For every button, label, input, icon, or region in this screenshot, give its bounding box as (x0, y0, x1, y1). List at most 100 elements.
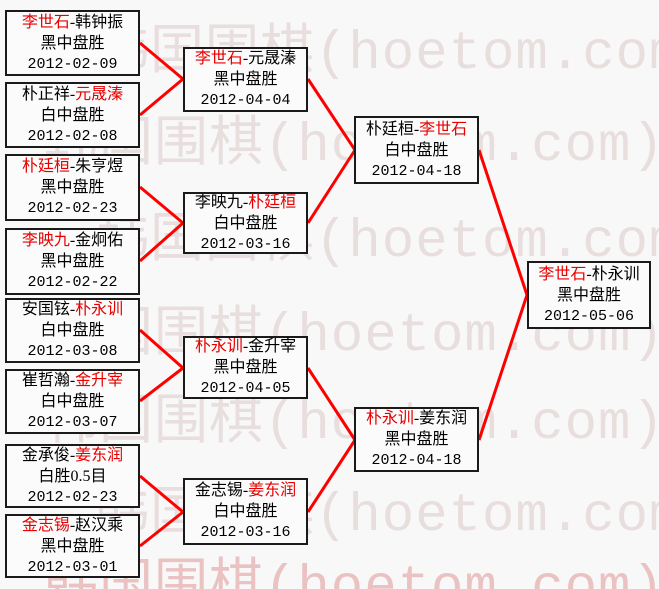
winner-name: 元晟溱 (75, 85, 124, 103)
match-date: 2012-04-18 (371, 452, 462, 469)
match-result: 黑中盘胜 (213, 359, 278, 376)
match-box-r1-6: 崔哲瀚-金升宰 白中盘胜 2012-03-07 (5, 369, 140, 434)
player-name: -金炯佑 (69, 232, 124, 249)
match-date: 2012-04-18 (371, 162, 462, 180)
connector-line (139, 366, 184, 403)
match-date: 2012-03-08 (27, 343, 118, 360)
match-date: 2012-02-09 (27, 55, 118, 73)
match-box-r2-3: 朴永训-金升宰 黑中盘胜 2012-04-05 (183, 336, 308, 399)
match-box-sf-2: 朴永训-姜东润 黑中盘胜 2012-04-18 (354, 407, 479, 472)
match-result: 白胜0.5目 (38, 467, 107, 485)
winner-name: 朴廷桓 (21, 158, 70, 175)
match-result: 白中盘胜 (213, 503, 278, 520)
match-players: 朴正祥-元晟溱 (22, 84, 123, 105)
player-name: 朴正祥- (21, 85, 76, 103)
player-name: -朴永训 (586, 265, 640, 283)
winner-name: 李世石 (194, 50, 243, 67)
player-name: 李映九- (194, 193, 249, 211)
match-box-r1-1: 李世石-韩钟振 黑中盘胜 2012-02-09 (5, 10, 140, 76)
match-box-r1-2: 朴正祥-元晟溱 白中盘胜 2012-02-08 (5, 82, 140, 148)
match-box-r2-2: 李映九-朴廷桓 白中盘胜 2012-03-16 (183, 192, 308, 254)
match-players: 朴永训-姜东润 (366, 408, 467, 429)
match-players: 朴廷桓-李世石 (366, 119, 467, 140)
match-players: 李世石-朴永训 (538, 264, 639, 285)
player-name: -元晟溱 (242, 50, 297, 67)
match-players: 朴廷桓-朱亨煜 (22, 156, 123, 177)
player-name: 金承俊- (21, 446, 76, 464)
match-box-final: 李世石-朴永训 黑中盘胜 2012-05-06 (527, 261, 651, 329)
player-name: -朱亨煜 (69, 158, 124, 175)
match-players: 李映九-朴廷桓 (195, 192, 296, 213)
match-date: 2012-02-23 (27, 200, 118, 217)
winner-name: 朴永训 (365, 410, 414, 427)
match-result: 黑中盘胜 (40, 34, 105, 52)
winner-name: 姜东润 (75, 446, 124, 464)
match-date: 2012-02-23 (27, 488, 118, 506)
match-players: 安国铉-朴永训 (22, 299, 123, 320)
match-date: 2012-03-07 (27, 414, 118, 431)
match-date: 2012-05-06 (543, 307, 634, 325)
match-date: 2012-03-16 (200, 235, 291, 253)
match-players: 金承俊-姜东润 (22, 445, 123, 466)
winner-name: 李世石 (21, 13, 70, 31)
match-box-r1-7: 金承俊-姜东润 白胜0.5目 2012-02-23 (5, 444, 140, 508)
match-box-r1-4: 李映九-金炯佑 黑中盘胜 2012-02-22 (5, 228, 140, 295)
match-players: 金志锡-姜东润 (195, 480, 296, 501)
connector-line (306, 78, 357, 151)
connector-line (477, 294, 529, 441)
match-date: 2012-02-22 (27, 274, 118, 291)
winner-name: 金志锡 (21, 516, 70, 534)
match-date: 2012-04-04 (200, 92, 291, 109)
connector-line (139, 77, 184, 117)
player-name: 金志锡- (194, 482, 249, 499)
winner-name: 朴永训 (75, 301, 124, 318)
connector-line (477, 149, 529, 296)
match-players: 李映九-金炯佑 (22, 230, 123, 251)
winner-name: 朴廷桓 (248, 193, 297, 211)
player-name: -金升宰 (242, 338, 297, 355)
match-box-r1-5: 安国铉-朴永训 白中盘胜 2012-03-08 (5, 298, 140, 363)
match-players: 崔哲瀚-金升宰 (22, 370, 123, 391)
watermark-text: 韩国围棋(hoetom.com) (44, 394, 659, 455)
connector-line (306, 439, 357, 513)
match-players: 李世石-元晟溱 (195, 48, 296, 69)
match-date: 2012-02-08 (27, 127, 118, 145)
player-name: -赵汉乘 (69, 516, 124, 534)
connector-line (139, 221, 184, 263)
connector-line (139, 185, 184, 225)
player-name: 安国铉- (21, 301, 76, 318)
player-name: 崔哲瀚- (21, 372, 76, 389)
winner-name: 李世石 (419, 120, 468, 138)
player-name: -姜东润 (413, 410, 468, 427)
match-date: 2012-03-01 (27, 558, 118, 576)
winner-name: 朴永训 (194, 338, 243, 355)
match-players: 金志锡-赵汉乘 (22, 515, 123, 536)
match-result: 黑中盘胜 (40, 537, 105, 555)
winner-name: 李映九 (21, 232, 70, 249)
match-result: 白中盘胜 (40, 393, 105, 410)
match-date: 2012-03-16 (200, 524, 291, 541)
winner-name: 姜东润 (248, 482, 297, 499)
match-result: 白中盘胜 (384, 141, 449, 159)
match-players: 朴永训-金升宰 (195, 336, 296, 357)
match-result: 白中盘胜 (40, 106, 105, 124)
match-box-r2-4: 金志锡-姜东润 白中盘胜 2012-03-16 (183, 478, 308, 545)
winner-name: 李世石 (538, 265, 587, 283)
player-name: -韩钟振 (69, 13, 124, 31)
connector-line (139, 328, 184, 370)
match-result: 黑中盘胜 (40, 179, 105, 196)
match-box-r1-3: 朴廷桓-朱亨煜 黑中盘胜 2012-02-23 (5, 154, 140, 221)
match-result: 白中盘胜 (213, 214, 278, 232)
match-box-r1-8: 金志锡-赵汉乘 黑中盘胜 2012-03-01 (5, 514, 140, 578)
connector-line (139, 474, 184, 514)
match-result: 黑中盘胜 (384, 431, 449, 448)
winner-name: 金升宰 (75, 372, 124, 389)
watermark-text: 韩国围棋(hoetom.com) (44, 558, 659, 589)
match-box-sf-1: 朴廷桓-李世石 白中盘胜 2012-04-18 (354, 116, 479, 184)
connector-line (306, 367, 357, 441)
connector-line (139, 41, 184, 81)
connector-line (139, 510, 184, 548)
player-name: 朴廷桓- (365, 120, 420, 138)
